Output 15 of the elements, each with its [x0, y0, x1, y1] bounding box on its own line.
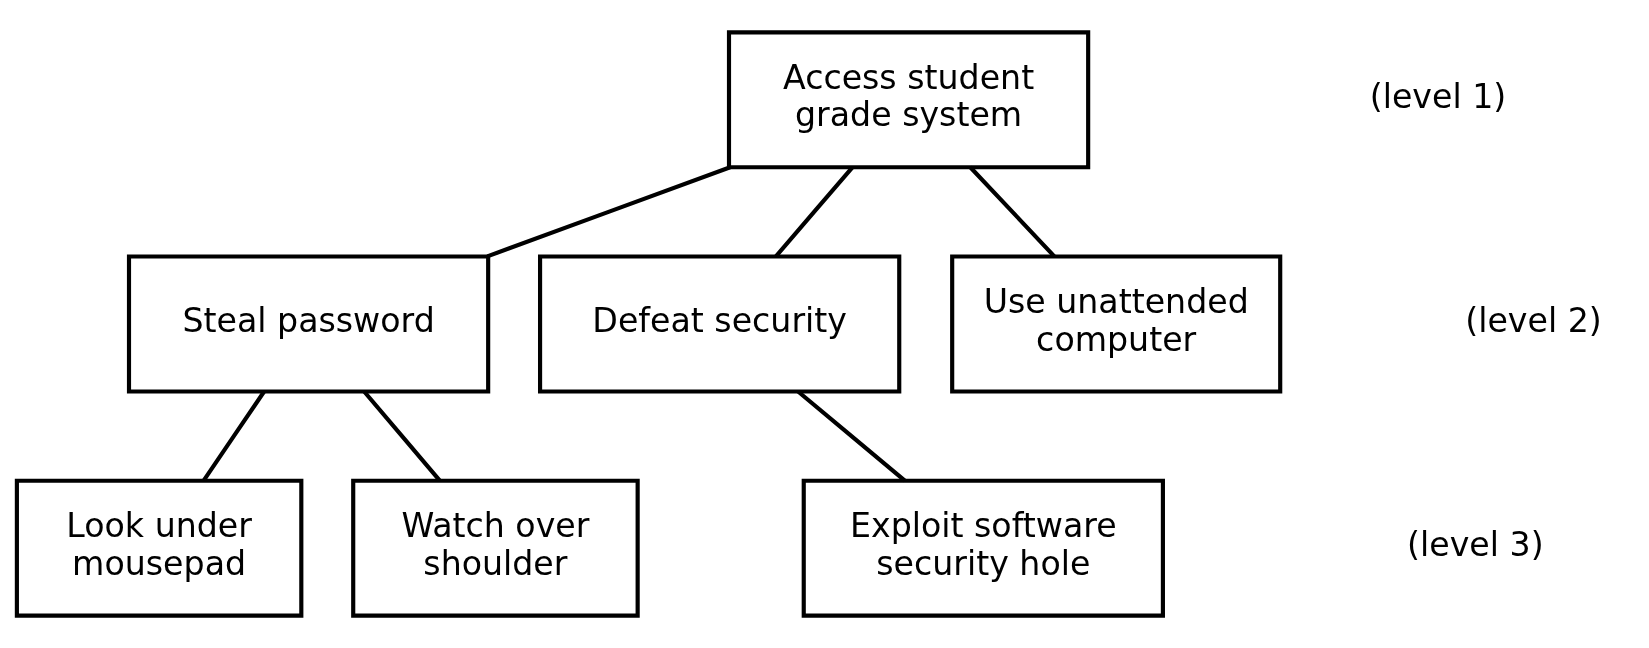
label: (level 3) — [1407, 525, 1544, 565]
node-box: Use unattended computer — [950, 254, 1283, 394]
connector — [201, 390, 266, 482]
node-box: Look under mousepad — [14, 478, 304, 618]
connector — [774, 165, 854, 258]
node-box: Defeat security — [538, 254, 902, 394]
connector — [486, 165, 731, 259]
node-box: Access student grade system — [726, 30, 1091, 170]
connector — [968, 165, 1056, 258]
connector — [362, 390, 442, 482]
label: (level 1) — [1369, 76, 1507, 116]
node-box: Exploit software security hole — [801, 478, 1165, 618]
label: (level 2) — [1465, 300, 1602, 340]
node-box: Watch over shoulder — [351, 478, 640, 618]
node-box: Steal password — [126, 254, 491, 394]
